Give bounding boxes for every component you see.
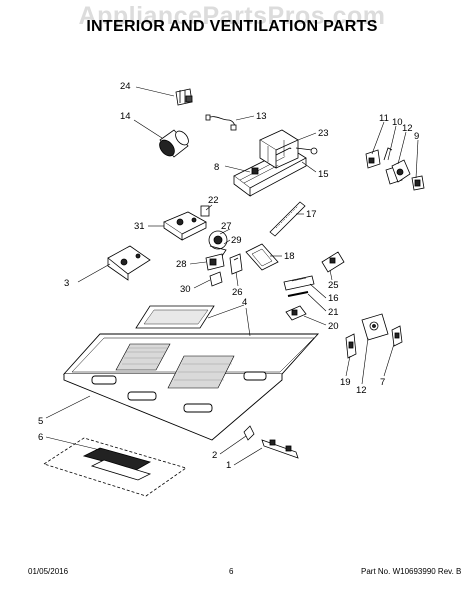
part-19-switch [345, 333, 357, 359]
part-12-switch-bracket [391, 159, 411, 183]
part-13-wire [205, 114, 237, 131]
callout-31: 31 [134, 221, 145, 232]
part-5-cavity-panel [62, 333, 320, 441]
part-20-connector [285, 305, 307, 321]
page-title: INTERIOR AND VENTILATION PARTS [86, 18, 378, 35]
part-7-switch [391, 325, 403, 347]
callout-9: 9 [414, 131, 419, 142]
part-1-bracket [261, 439, 299, 459]
footer-page-number: 6 [229, 567, 234, 576]
watermark: AppliancePartsPros.com [78, 2, 386, 30]
part-11-switch [365, 149, 381, 169]
callout-1: 1 [226, 460, 231, 471]
callout-8: 8 [214, 162, 219, 173]
leader-lines [45, 86, 419, 466]
part-2-clip [243, 425, 255, 441]
callout-22: 22 [208, 195, 219, 206]
callout-4: 4 [242, 297, 247, 308]
part-31-damper [163, 211, 207, 241]
callout-24: 24 [120, 81, 131, 92]
part-16-board [283, 275, 315, 291]
callout-11: 11 [379, 113, 389, 124]
part-17-bracket [269, 201, 306, 237]
callout-12-bottom: 12 [356, 385, 367, 396]
part-9-switch [411, 175, 425, 191]
callout-18: 18 [284, 251, 295, 262]
callout-17: 17 [306, 209, 317, 220]
part-3-latch [107, 245, 151, 281]
footer-date: 01/05/2016 [28, 567, 69, 576]
callout-10: 10 [392, 117, 403, 128]
part-27-motor [208, 230, 228, 257]
callout-6: 6 [38, 432, 43, 443]
part-12-bracket [361, 313, 389, 341]
part-18-plate [245, 243, 279, 271]
callout-20: 20 [328, 321, 339, 332]
callout-25: 25 [328, 280, 339, 291]
callout-5: 5 [38, 416, 43, 427]
callout-12-top: 12 [402, 123, 413, 134]
callout-28: 28 [176, 259, 187, 270]
callout-15: 15 [318, 169, 329, 180]
part-24-bracket [175, 88, 193, 106]
callout-30: 30 [180, 284, 191, 295]
part-25-switch [321, 251, 345, 273]
callout-27: 27 [221, 221, 232, 232]
part-14-capacitor [159, 129, 189, 158]
part-28-bracket [205, 253, 225, 271]
callout-23: 23 [318, 128, 329, 139]
callout-3: 3 [64, 278, 69, 289]
callout-7: 7 [380, 377, 385, 388]
callout-26: 26 [232, 287, 243, 298]
part-6-vent-grille [43, 437, 187, 497]
callout-labels: 24 14 13 23 8 15 11 10 12 9 17 22 31 27 … [38, 81, 419, 471]
part-26-clip [229, 253, 243, 275]
callout-19: 19 [340, 377, 351, 388]
footer-part-number: Part No. W10693990 Rev. B [361, 567, 462, 576]
callout-16: 16 [328, 293, 339, 304]
part-4-filter-left [135, 305, 215, 329]
callout-14: 14 [120, 111, 131, 122]
callout-29: 29 [231, 235, 242, 246]
callout-2: 2 [212, 450, 217, 461]
part-22-thermostat [200, 205, 210, 217]
callout-21: 21 [328, 307, 339, 318]
part-23-motor [259, 129, 318, 169]
part-30-clip [209, 271, 223, 287]
callout-13: 13 [256, 111, 267, 122]
part-21-connector [287, 291, 309, 297]
